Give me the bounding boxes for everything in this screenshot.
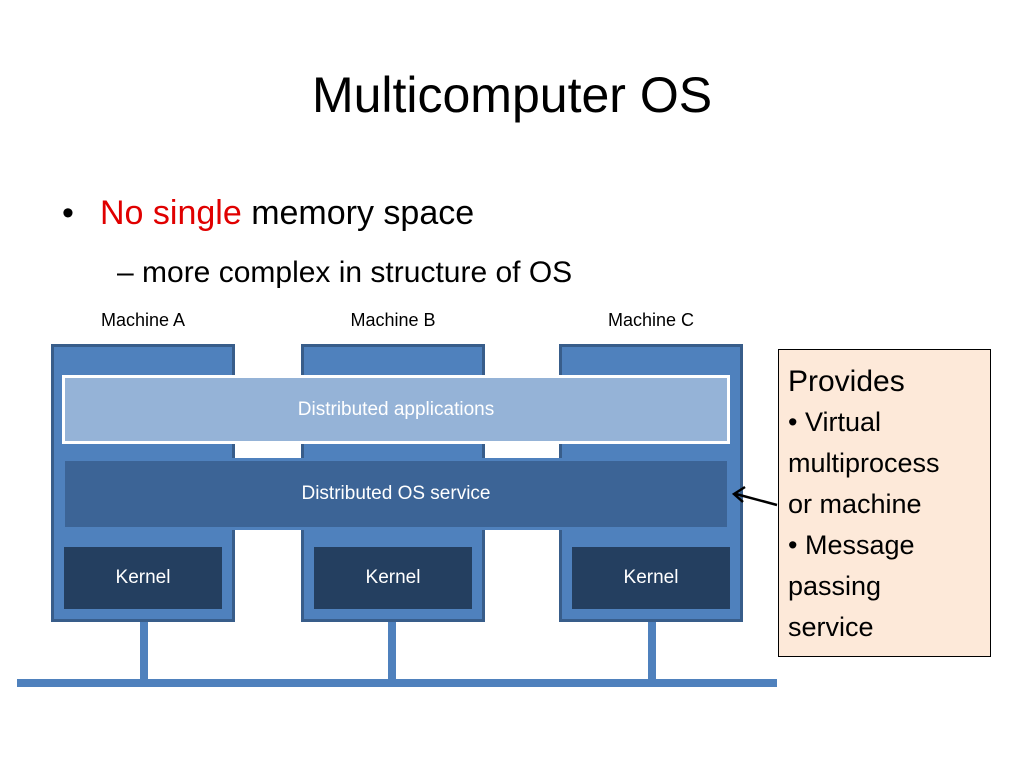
bus-drop-c [648, 620, 656, 684]
machine-label-a: Machine A [100, 310, 186, 330]
bus-drop-b [388, 620, 396, 684]
kernel-a: Kernel [61, 544, 225, 612]
arrow-line [735, 492, 778, 507]
machine-label-c: Machine C [607, 310, 695, 330]
bullet-marker: • [62, 194, 74, 232]
callout-line: or machine [788, 489, 922, 519]
bullet-emphasis: No single [100, 194, 242, 232]
kernel-c: Kernel [569, 544, 733, 612]
bus-line [17, 679, 777, 687]
bullet-main: • No single memory space [62, 190, 474, 236]
machine-label-b: Machine B [350, 310, 436, 330]
kernel-b: Kernel [311, 544, 475, 612]
callout-line: multiprocess [788, 448, 940, 478]
provides-callout: Provides • Virtual multiprocess or machi… [778, 349, 991, 657]
callout-line: • Message [788, 530, 915, 560]
callout-line: • Virtual [788, 407, 881, 437]
arrow-head [731, 485, 746, 503]
sub-bullet: – more complex in structure of OS [117, 256, 573, 289]
distributed-applications-layer: Distributed applications [62, 375, 730, 444]
slide-title: Multicomputer OS [311, 67, 713, 123]
bullet-rest: memory space [251, 194, 475, 232]
bus-drop-a [140, 620, 148, 684]
callout-line: passing [788, 571, 882, 601]
callout-line: service [788, 612, 874, 642]
callout-heading: Provides [788, 365, 905, 398]
distributed-os-service-layer: Distributed OS service [62, 458, 730, 530]
